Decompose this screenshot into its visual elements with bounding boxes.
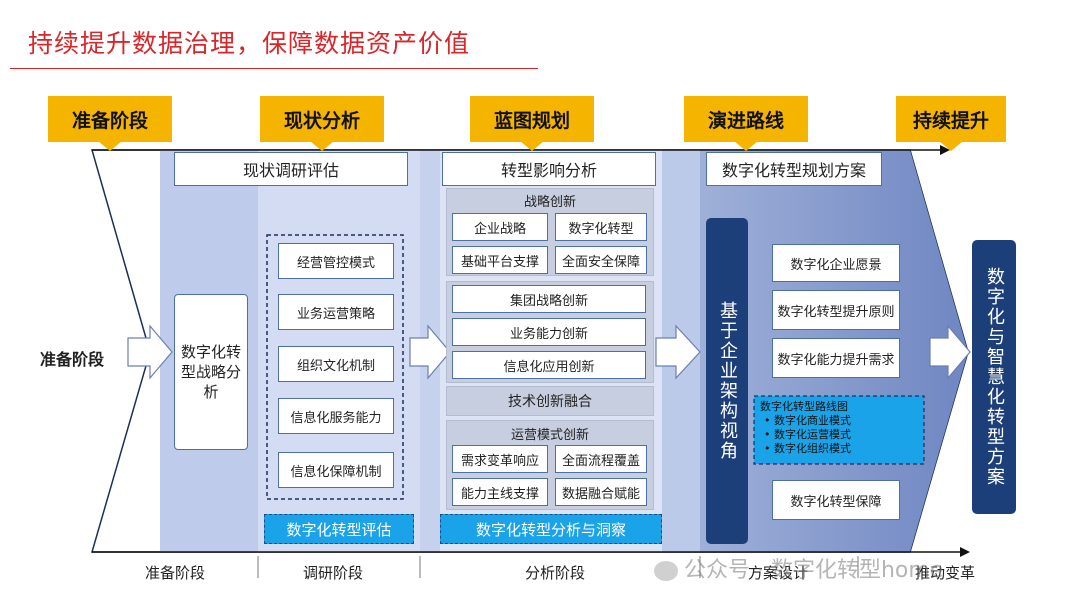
- roadmap-bullet: • 数字化运营模式: [764, 428, 851, 441]
- phase-tag-pointer: [98, 141, 122, 151]
- strategy-innovation-title: 战略创新: [523, 195, 576, 210]
- analysis-header: 转型影响分析: [442, 152, 656, 186]
- phase-tag-continuous: 持续提升: [896, 96, 1006, 142]
- stage-label: 准备阶段: [144, 564, 205, 582]
- plan-item: 数字化企业愿景: [772, 244, 900, 282]
- survey-banner: 数字化转型评估: [264, 514, 414, 544]
- ops-innovation-title: 运营模式创新: [510, 428, 589, 443]
- roadmap-title: 数字化转型路线图: [760, 400, 848, 413]
- watermark: 公众号 · 数字化转型home: [654, 552, 943, 584]
- phase-tag-pointer: [939, 141, 963, 151]
- roadmap-bullet: • 数字化组织模式: [764, 442, 851, 455]
- survey-item: 信息化服务能力: [278, 398, 394, 434]
- title-underline: [10, 68, 538, 69]
- phase-tag-prep: 准备阶段: [48, 96, 172, 142]
- plan-item: 数字化转型提升原则: [772, 290, 900, 330]
- stage-label: 调研阶段: [302, 564, 363, 582]
- plan-guarantee: 数字化转型保障: [772, 480, 900, 520]
- strategy-item: 企业战略: [452, 213, 548, 241]
- ops-item: 能力主线支撑: [452, 478, 548, 506]
- result-bar: 数字化与智慧化转型方案: [972, 240, 1016, 514]
- survey-item: 信息化保障机制: [278, 452, 394, 488]
- page-title: 持续提升数据治理，保障数据资产价值: [28, 29, 471, 58]
- strategy-analysis-box: 数字化转型战略分析: [174, 294, 248, 450]
- survey-header: 现状调研评估: [174, 152, 408, 186]
- plan-item: 数字化能力提升需求: [772, 338, 900, 378]
- survey-item: 组织文化机制: [278, 346, 394, 382]
- phase-tag-current-analysis: 现状分析: [260, 96, 384, 142]
- phase-tag-roadmap: 演进路线: [684, 96, 808, 142]
- phase-tag-blueprint: 蓝图规划: [470, 96, 594, 142]
- strategy-item: 数字化转型: [555, 213, 647, 241]
- strategy-item: 全面安全保障: [555, 246, 647, 274]
- stage-label: 方案设计: [747, 564, 808, 582]
- tech-innovation-section: 技术创新融合: [446, 386, 654, 416]
- phase-tag-pointer: [734, 141, 758, 151]
- ops-item: 数据融合赋能: [555, 478, 647, 506]
- stage-label: 分析阶段: [524, 564, 585, 582]
- survey-item: 经营管控模式: [278, 243, 394, 279]
- survey-item: 业务运营策略: [278, 294, 394, 330]
- group-innovation-item: 信息化应用创新: [452, 351, 646, 379]
- roadmap-box: 数字化转型路线图 • 数字化商业模式 • 数字化运营模式 • 数字化组织模式: [760, 400, 920, 456]
- ops-item: 全面流程覆盖: [555, 445, 647, 473]
- phase-tag-pointer: [520, 141, 544, 151]
- strategy-item: 基础平台支撑: [452, 246, 548, 274]
- plan-header: 数字化转型规划方案: [706, 152, 882, 186]
- roadmap-bullet: • 数字化商业模式: [764, 414, 851, 427]
- wechat-icon: [654, 561, 678, 581]
- ops-item: 需求变革响应: [452, 445, 548, 473]
- group-innovation-item: 业务能力创新: [452, 318, 646, 346]
- left-stage-label: 准备阶段: [40, 350, 105, 369]
- stage-label: 推动变革: [914, 564, 975, 582]
- analysis-banner: 数字化转型分析与洞察: [440, 514, 662, 544]
- group-innovation-item: 集团战略创新: [452, 285, 646, 313]
- enterprise-architecture-bar: 基于企业架构视角: [706, 218, 748, 544]
- phase-tag-pointer: [310, 141, 334, 151]
